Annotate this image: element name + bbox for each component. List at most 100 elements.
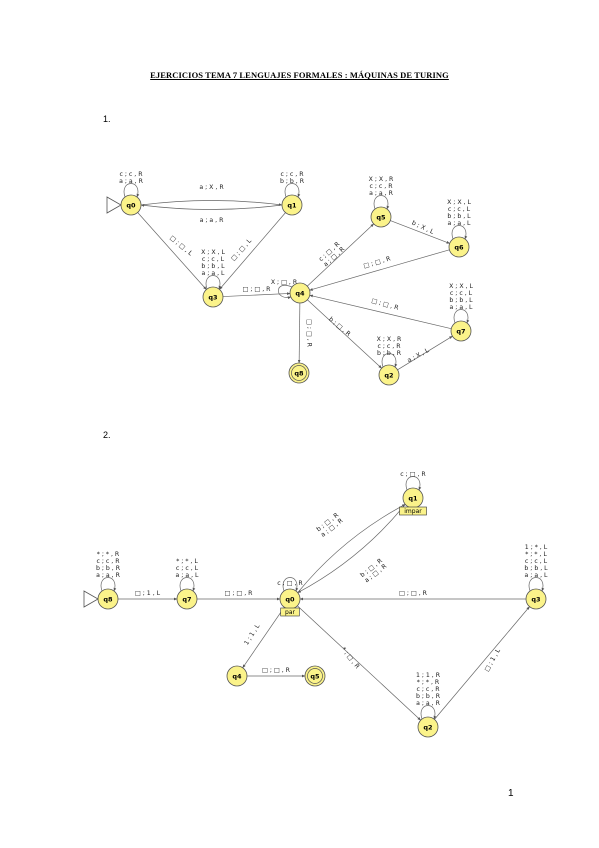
state-tag: par [285,609,295,616]
transition-label: b ; X , L [410,219,435,236]
edge-arrow [137,212,207,290]
initial-state-arrow [106,196,122,214]
transition-label-line: X ; X , L [201,249,225,256]
transition-label: □ ; □ , R [225,590,254,597]
transition-label-line: c ; c , R [96,558,120,565]
state-q8: q8 [288,362,310,384]
transition-label-line: □ ; □ , R [399,590,428,597]
transition-label-line: b ; b , L [201,263,225,270]
transition-label: c ; □ , Ra ; □ , R [318,240,347,268]
state-q6: q6 [448,236,470,258]
transition-label-line: * ; * , L [525,551,547,558]
loop-arrow [451,225,468,240]
transition-label-line: □ ; 1 , L [483,647,502,673]
edge-arrow [297,605,421,721]
transition-label-line: b ; X , L [410,219,435,236]
transition-label-line: 1 ; 1 , R [416,672,441,679]
transition-label-line: X ; □ , R [271,279,298,286]
transition-q2-q7: a ; X , L [397,335,453,371]
loop-arrow [100,577,117,592]
transition-label-line: * ; * , R [417,679,440,686]
transition-label-line: c ; c , L [450,290,473,297]
transition-q2-q3: □ ; 1 , L [434,606,530,720]
transition-label: a ; a , R [200,217,225,224]
edge-arrow [397,335,453,371]
edge-arrow [309,294,452,330]
transition-label-line: b ; □ , R [327,316,352,339]
transition-label-line: a ; a , R [96,572,121,579]
transition-label-line: b ; b , R [96,565,121,572]
transition-label-line: a ; X , R [199,184,224,191]
transition-label-line: a ; X , L [406,347,430,364]
transition-label-line: □ ; □ , R [371,297,400,312]
transition-label: b ; □ , Ra ; □ , R [359,557,389,584]
edge-arrow [140,204,283,210]
transition-label-line: a ; a , L [202,270,226,277]
state-circle [120,194,142,216]
transition-label-line: □ ; 1 , L [135,590,161,597]
transition-q1-q0: b ; □ , Ra ; □ , R [297,504,406,593]
state-circle [417,716,439,738]
edge-arrow [219,212,286,290]
final-state-ring [307,668,323,684]
state-name: q3 [208,293,217,301]
transition-q0-q2: * ; □ , R [297,605,421,721]
state-q4: q4 [226,665,248,687]
transition-label-line: a ; a , R [369,190,394,197]
transition-label-line: * ; * , R [97,551,120,558]
transition-label-line: X ; X , L [449,283,473,290]
loop-arrow [453,309,470,324]
loop-arrow [278,284,293,300]
transition-q4-q2: b ; □ , R [307,299,382,369]
transition-label: □ ; □ , L [168,234,194,257]
transition-q4-q8: □ ; □ , R [297,302,313,364]
transition-label-line: c ; c , R [377,343,401,350]
transition-label-line: c ; □ , R [400,471,426,478]
transition-label-line: □ ; □ , L [168,234,194,257]
state-name: q5 [310,672,320,680]
edge-arrow [309,249,450,291]
transition-label-line: * ; * , L [176,558,198,565]
state-circle [226,665,248,687]
transition-label-line: c ; □ , R [277,580,303,587]
state-name: q4 [232,672,242,680]
loop-arrow [405,476,422,491]
loop-arrow [528,577,545,592]
transition-q8-q7: □ ; 1 , L [118,590,178,601]
state-q4: q4 [289,282,311,304]
transition-label-line: c ; c , L [448,206,471,213]
transition-label-line: a ; a , L [448,220,472,227]
state-q3: q3 [202,286,224,308]
state-name: q4 [295,289,305,297]
state-q1: q1 [281,194,303,216]
transition-label-line: b ; b , L [449,297,473,304]
transition-label: □ ; □ , R [243,286,272,293]
state-name: q8 [103,595,113,603]
state-name: q6 [454,243,464,251]
state-circle [97,588,119,610]
state-name: q1 [287,201,297,209]
transition-label: 1 ; 1 , L [243,623,262,647]
transition-label-line: □ ; □ , R [306,319,313,348]
transition-q0-q1: a ; X , R [140,184,283,206]
transition-label: c ; □ , R [400,471,426,478]
transition-label-line: a ; a , L [176,572,200,579]
state-name: q8 [294,369,304,377]
edge-arrow [297,302,301,364]
